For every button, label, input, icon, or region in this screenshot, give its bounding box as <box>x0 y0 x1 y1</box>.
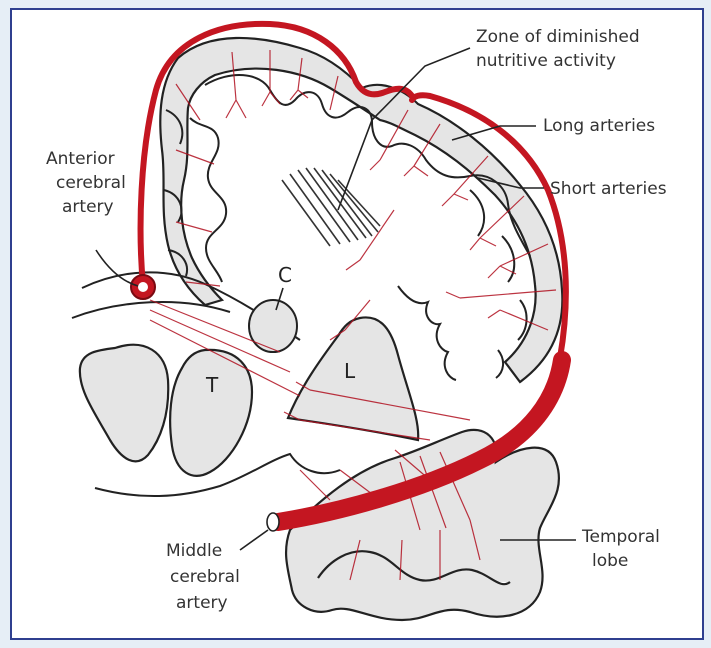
temporal-label-line2: lobe <box>592 551 628 571</box>
anterior-label-line1: Anterior <box>46 149 115 169</box>
middle-label-line3: artery <box>176 593 228 613</box>
lentiform-label: L <box>344 359 356 383</box>
thalamus-left <box>80 345 168 462</box>
anterior-label-line3: artery <box>62 197 114 217</box>
middle-cerebral-artery-end <box>267 513 279 531</box>
artery-lumen <box>138 282 148 292</box>
temporal-lobe <box>286 430 559 620</box>
diminished-zone-hatching <box>282 168 380 246</box>
temporal-label-line1: Temporal <box>581 527 660 547</box>
insula-line <box>398 286 456 380</box>
short-arteries-label: Short arteries <box>550 179 667 199</box>
middle-label-line2: cerebral <box>170 567 240 587</box>
long-arteries-label: Long arteries <box>543 116 655 136</box>
anterior-label-line2: cerebral <box>56 173 126 193</box>
caudate-nucleus <box>249 300 297 352</box>
zone-label-line2: nutritive activity <box>476 51 616 71</box>
thalamus-label: T <box>205 373 219 397</box>
zone-label-line1: Zone of diminished <box>476 27 640 47</box>
middle-label-line1: Middle <box>166 541 222 561</box>
caudate-label: C <box>278 263 292 287</box>
thalamus-right <box>170 350 252 476</box>
leader-middle <box>240 530 268 550</box>
